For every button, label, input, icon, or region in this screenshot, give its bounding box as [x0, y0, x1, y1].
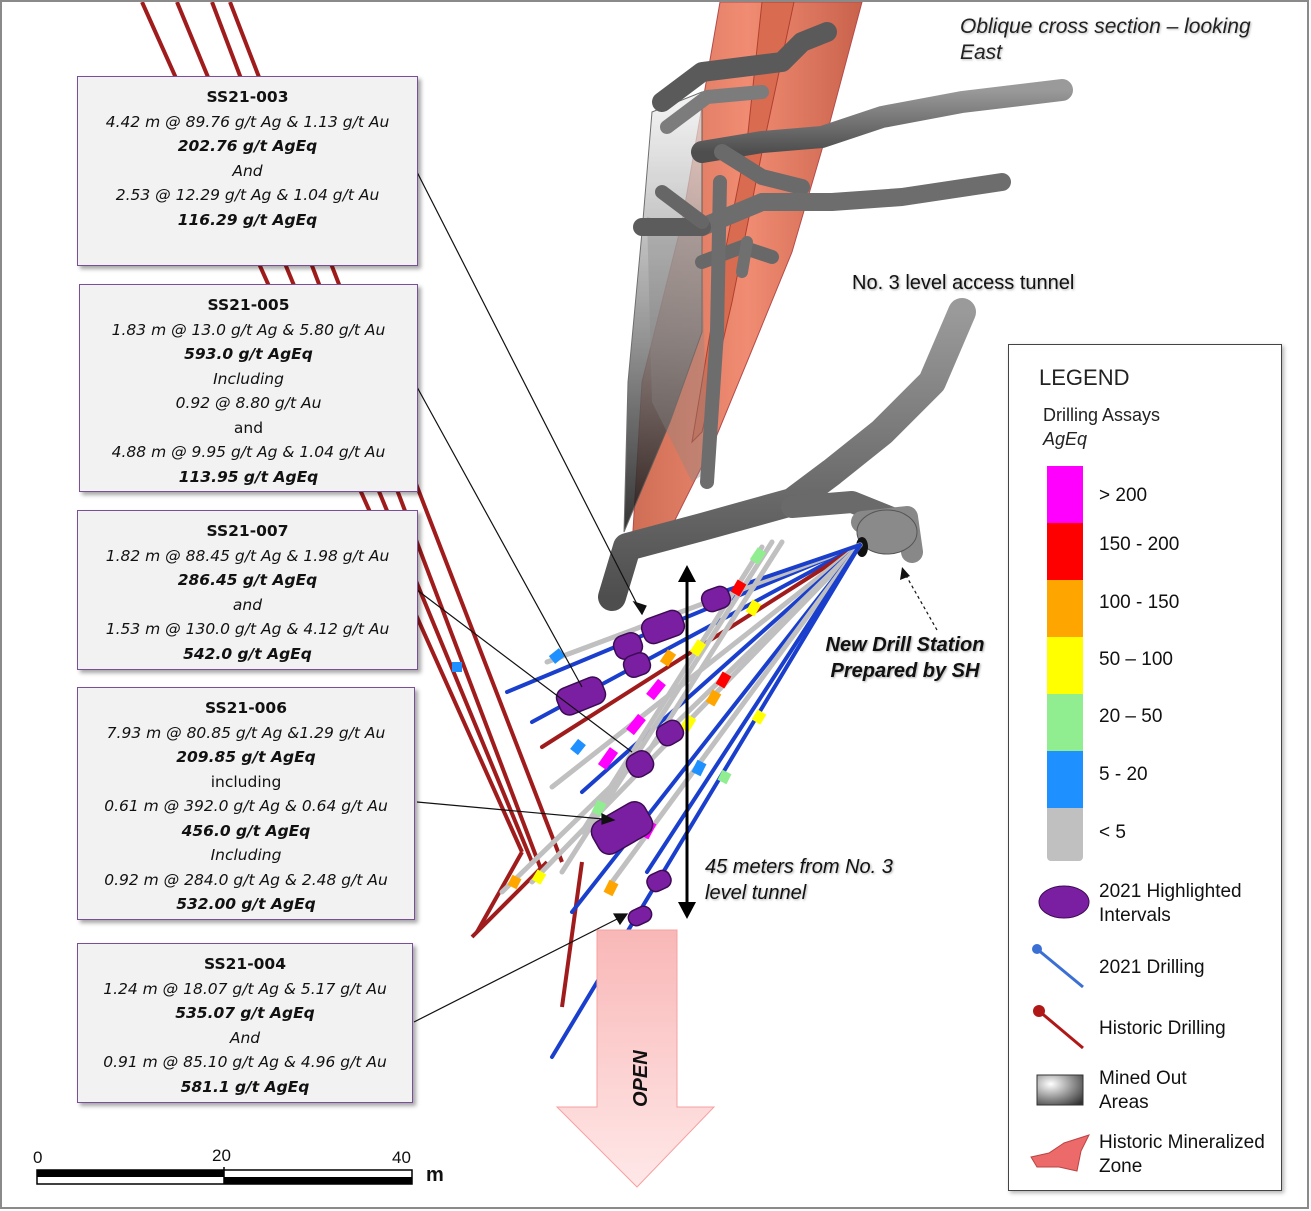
interval-grade: 593.0 g/t AgEq	[184, 345, 313, 363]
interval-grade: 532.00 g/t AgEq	[176, 895, 316, 913]
interval-text: 1.83 m @ 13.0 g/t Ag & 5.80 g/t Au	[111, 320, 386, 339]
hole-id: SS21-003	[206, 88, 289, 106]
legend-unit: AgEq	[1043, 429, 1088, 449]
swatch-150-200	[1047, 523, 1083, 580]
distance-label: 45 meters from No. 3 level tunnel	[705, 856, 893, 904]
bin-label: 50 – 100	[1099, 649, 1173, 670]
legend-historic-drilling: Historic Drilling	[1099, 1018, 1226, 1039]
drill-holes-2021	[499, 539, 863, 1059]
swatch-100-150	[1047, 580, 1083, 637]
legend-historic-zone: Historic Mineralized Zone	[1099, 1132, 1265, 1177]
interval-text: And	[232, 161, 263, 180]
interval-text: 4.42 m @ 89.76 g/t Ag & 1.13 g/t Au	[105, 112, 390, 131]
interval-grade: 209.85 g/t AgEq	[176, 748, 316, 766]
highlighted-intervals	[555, 585, 732, 927]
bin-label: 20 – 50	[1099, 706, 1163, 727]
interval-grade: 113.95 g/t AgEq	[178, 467, 319, 486]
interval-grade: 535.07 g/t AgEq	[175, 1004, 315, 1022]
drill-station-label: New Drill Station Prepared by SH	[825, 634, 985, 682]
interval-text: 0.92 m @ 284.0 g/t Ag & 2.48 g/t Au	[104, 870, 388, 889]
interval-text: 2.53 @ 12.29 g/t Ag & 1.04 g/t Au	[115, 186, 380, 204]
interval-text: 1.82 m @ 88.45 g/t Ag & 1.98 g/t Au	[105, 546, 390, 565]
legend-assays-label: Drilling Assays	[1043, 405, 1161, 425]
legend-subtitle: Drilling Assays AgEq	[1043, 403, 1160, 451]
interval-text: 1.53 m @ 130.0 g/t Ag & 4.12 g/t Au	[105, 620, 390, 638]
drilling-2021-icon	[1032, 944, 1084, 989]
interval-text: 7.93 m @ 80.85 g/t Ag &1.29 g/t Au	[106, 723, 386, 742]
section-title: Oblique cross section – looking East	[960, 15, 1251, 64]
tunnel-label: No. 3 level access tunnel	[852, 272, 1075, 294]
interval-grade: 202.76 g/t AgEq	[177, 137, 318, 155]
legend-2021-drilling: 2021 Drilling	[1099, 957, 1205, 978]
swatch-lt-5	[1047, 808, 1083, 861]
callout-ss21-005: SS21-005 1.83 m @ 13.0 g/t Ag & 5.80 g/t…	[79, 284, 418, 492]
swatch-5-20	[1047, 751, 1083, 808]
interval-text: including	[210, 772, 282, 791]
measurement-arrow	[678, 565, 696, 919]
legend: LEGEND Drilling Assays AgEq > 200 150 - …	[1008, 344, 1282, 1191]
legend-symbols	[1030, 885, 1090, 1172]
interval-text: 0.91 m @ 85.10 g/t Ag & 4.96 g/t Au	[103, 1053, 387, 1071]
scale-unit: m	[426, 1164, 444, 1186]
hole-id: SS21-005	[207, 296, 290, 314]
tunnel-network	[598, 22, 1073, 611]
interval-text: 1.24 m @ 18.07 g/t Ag & 5.17 g/t Au	[103, 979, 387, 998]
swatch-gt-200	[1047, 466, 1083, 523]
mined-out-icon	[1036, 1074, 1084, 1106]
interval-text: Including	[213, 369, 284, 388]
callout-leader-lines	[413, 171, 647, 1023]
legend-title: LEGEND	[1039, 365, 1130, 390]
interval-text: and	[232, 595, 263, 614]
legend-mined-out: Mined Out Areas	[1099, 1068, 1187, 1113]
mineralized-zone-icon	[1030, 1134, 1090, 1172]
callout-ss21-007: SS21-007 1.82 m @ 88.45 g/t Ag & 1.98 g/…	[77, 510, 418, 670]
interval-grade: 542.0 g/t AgEq	[183, 644, 312, 663]
scale-tick-0: 0	[33, 1148, 43, 1167]
hole-id: SS21-006	[205, 699, 287, 717]
bin-label: < 5	[1099, 822, 1126, 843]
swatch-20-50	[1047, 694, 1083, 751]
callout-ss21-006: SS21-006 7.93 m @ 80.85 g/t Ag &1.29 g/t…	[77, 687, 415, 920]
open-label: OPEN	[630, 1050, 652, 1107]
interval-text: And	[229, 1028, 261, 1047]
interval-text: 4.88 m @ 9.95 g/t Ag & 1.04 g/t Au	[111, 443, 386, 461]
station-pointer	[900, 567, 938, 631]
open-label-wrap: OPEN	[630, 1050, 652, 1107]
scale-tick-40: 40	[392, 1148, 411, 1167]
historic-drilling-icon	[1033, 1005, 1084, 1050]
interval-text: Including	[210, 846, 282, 864]
bin-label: > 200	[1099, 485, 1148, 506]
open-arrow	[555, 929, 716, 1188]
interval-grade: 116.29 g/t AgEq	[177, 210, 318, 229]
callout-ss21-004: SS21-004 1.24 m @ 18.07 g/t Ag & 5.17 g/…	[77, 943, 413, 1103]
callout-ss21-003: SS21-003 4.42 m @ 89.76 g/t Ag & 1.13 g/…	[77, 76, 418, 266]
interval-text: 0.61 m @ 392.0 g/t Ag & 0.64 g/t Au	[104, 797, 388, 815]
swatch-50-100	[1047, 637, 1083, 694]
bin-label: 100 - 150	[1099, 592, 1180, 613]
highlight-symbol-icon	[1038, 885, 1090, 919]
hole-id: SS21-004	[204, 955, 286, 973]
legend-highlighted: 2021 Highlighted Intervals	[1099, 881, 1242, 926]
interval-text: 0.92 @ 8.80 g/t Au	[175, 394, 322, 412]
hole-id: SS21-007	[206, 522, 289, 540]
interval-grade: 581.1 g/t AgEq	[180, 1077, 310, 1096]
bin-label: 5 - 20	[1099, 764, 1148, 785]
interval-grade: 456.0 g/t AgEq	[181, 821, 311, 840]
interval-grade: 286.45 g/t AgEq	[177, 571, 318, 589]
scale-tick-20: 20	[212, 1146, 231, 1165]
interval-text: and	[233, 418, 264, 437]
scale-bar	[36, 1167, 413, 1185]
bin-label: 150 - 200	[1099, 534, 1180, 555]
